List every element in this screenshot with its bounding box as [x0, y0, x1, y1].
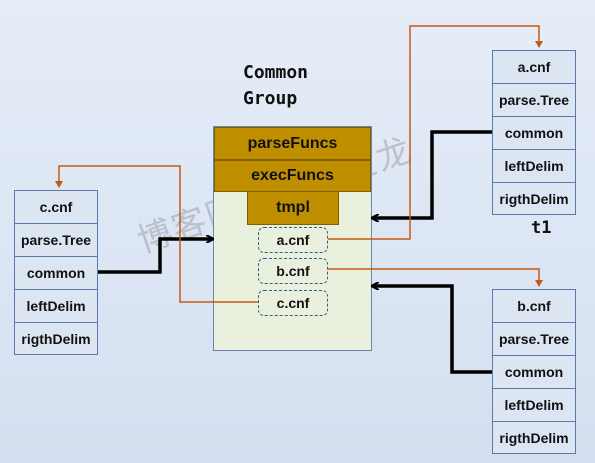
- parse-funcs-field: parseFuncs: [214, 127, 371, 160]
- tmpl-map: tmpl: [247, 191, 339, 225]
- struct-c-common: common: [14, 256, 98, 289]
- tmpl-entry-b: b.cnf: [258, 258, 328, 284]
- tmpl-entry-c: c.cnf: [258, 290, 328, 316]
- title-line-1: Common: [243, 62, 309, 83]
- tmpl-entry-a: a.cnf: [258, 227, 328, 253]
- arrow-tmpl-c: [55, 165, 258, 303]
- arrow-c-common-to-group: [98, 239, 212, 274]
- struct-b-common: common: [492, 355, 576, 388]
- struct-a-common: common: [492, 116, 576, 149]
- struct-c-tree: parse.Tree: [14, 223, 98, 256]
- struct-c-left-delim: leftDelim: [14, 289, 98, 322]
- struct-b-left-delim: leftDelim: [492, 388, 576, 421]
- struct-c-name: c.cnf: [14, 190, 98, 223]
- arrow-b-common-to-group: [373, 286, 492, 374]
- common-group-title: Common Group: [243, 60, 308, 112]
- struct-a-left-delim: leftDelim: [492, 149, 576, 182]
- struct-c: c.cnf parse.Tree common leftDelim rigthD…: [14, 190, 98, 355]
- struct-a: a.cnf parse.Tree common leftDelim rigthD…: [492, 50, 576, 215]
- arrow-tmpl-b: [328, 268, 543, 287]
- struct-b: b.cnf parse.Tree common leftDelim rigthD…: [492, 289, 576, 454]
- t1-label: t1: [531, 218, 552, 238]
- struct-b-right-delim: rigthDelim: [492, 421, 576, 454]
- title-line-2: Group: [243, 88, 298, 109]
- arrow-tmpl-a: [328, 25, 543, 240]
- struct-b-tree: parse.Tree: [492, 322, 576, 355]
- struct-c-right-delim: rigthDelim: [14, 322, 98, 355]
- struct-a-right-delim: rigthDelim: [492, 182, 576, 215]
- struct-a-tree: parse.Tree: [492, 83, 576, 116]
- struct-b-name: b.cnf: [492, 289, 576, 322]
- arrow-a-common-to-group: [373, 130, 492, 218]
- struct-a-name: a.cnf: [492, 50, 576, 83]
